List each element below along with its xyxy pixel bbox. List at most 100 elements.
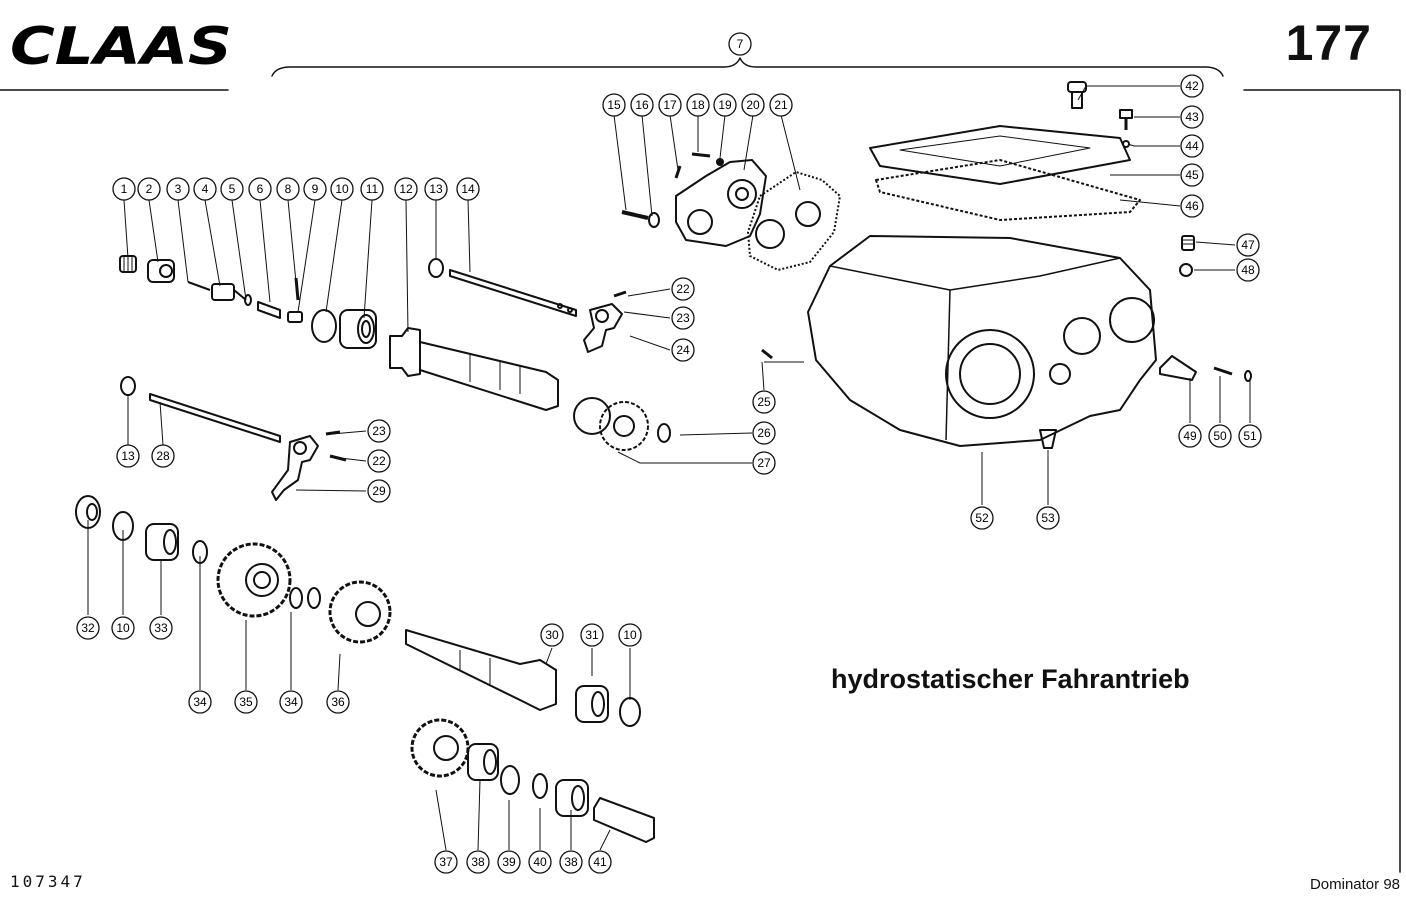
callout-number: 1 bbox=[121, 182, 128, 196]
callout-circle bbox=[618, 623, 642, 647]
callout-circle bbox=[248, 177, 272, 201]
callout-number: 42 bbox=[1185, 79, 1199, 93]
callout-number: 25 bbox=[757, 395, 771, 409]
o-ring bbox=[311, 309, 337, 343]
callout-circle bbox=[424, 177, 448, 201]
callout-circle bbox=[456, 177, 480, 201]
callout-circle bbox=[671, 306, 695, 330]
callout-circle bbox=[330, 177, 354, 201]
callout-number: 44 bbox=[1185, 139, 1199, 153]
gear bbox=[328, 580, 392, 644]
callout-circle bbox=[658, 93, 682, 117]
callout-9: 9 bbox=[303, 177, 327, 201]
callout-15: 15 bbox=[602, 93, 626, 117]
callout-circle bbox=[367, 419, 391, 443]
pin bbox=[257, 301, 281, 319]
callout-12: 12 bbox=[394, 177, 418, 201]
breather-plug bbox=[1067, 81, 1087, 109]
callout-number: 4 bbox=[202, 182, 209, 196]
o-ring bbox=[500, 765, 520, 795]
callout-number: 14 bbox=[461, 182, 475, 196]
callout-10: 10 bbox=[111, 616, 135, 640]
circlip bbox=[657, 423, 671, 443]
callout-number: 2 bbox=[146, 182, 153, 196]
callout-circle bbox=[602, 93, 626, 117]
callout-37: 37 bbox=[434, 850, 458, 874]
callout-43: 43 bbox=[1180, 105, 1204, 129]
callout-1: 1 bbox=[112, 177, 136, 201]
callout-circle bbox=[1180, 105, 1204, 129]
pin bbox=[325, 430, 341, 436]
pinion-shaft bbox=[405, 629, 557, 711]
callout-number: 28 bbox=[156, 449, 170, 463]
callout-circle bbox=[630, 93, 654, 117]
ball bbox=[1179, 263, 1193, 277]
callout-number: 23 bbox=[676, 311, 690, 325]
bolt bbox=[1213, 366, 1233, 376]
callout-number: 38 bbox=[471, 855, 485, 869]
seal bbox=[75, 495, 101, 529]
callout-number: 10 bbox=[116, 621, 130, 635]
callout-circle bbox=[1238, 424, 1262, 448]
callout-41: 41 bbox=[588, 850, 612, 874]
ring bbox=[120, 376, 136, 396]
callout-circle bbox=[466, 850, 490, 874]
callout-19: 19 bbox=[713, 93, 737, 117]
callout-23: 23 bbox=[367, 419, 391, 443]
bearing-cover bbox=[675, 159, 767, 247]
pin bbox=[674, 165, 682, 179]
callout-circle bbox=[149, 616, 173, 640]
callout-circle bbox=[360, 177, 384, 201]
callout-number: 52 bbox=[975, 511, 989, 525]
callout-circle bbox=[528, 850, 552, 874]
callout-10: 10 bbox=[330, 177, 354, 201]
callout-number: 8 bbox=[285, 182, 292, 196]
ring bbox=[428, 258, 444, 278]
washer bbox=[244, 294, 252, 306]
callout-circle bbox=[769, 93, 793, 117]
callout-circle bbox=[728, 32, 752, 56]
callout-28: 28 bbox=[151, 444, 175, 468]
callout-21: 21 bbox=[769, 93, 793, 117]
callout-47: 47 bbox=[1236, 233, 1260, 257]
drain-plug bbox=[1039, 429, 1057, 449]
callout-circle bbox=[1178, 424, 1202, 448]
callout-22: 22 bbox=[671, 277, 695, 301]
callout-circle bbox=[434, 850, 458, 874]
callout-circle bbox=[540, 623, 564, 647]
callout-35: 35 bbox=[234, 690, 258, 714]
callout-circle bbox=[303, 177, 327, 201]
callout-circle bbox=[111, 616, 135, 640]
callout-circle bbox=[752, 390, 776, 414]
callout-number: 10 bbox=[335, 182, 349, 196]
callout-number: 33 bbox=[154, 621, 168, 635]
gear bbox=[410, 718, 470, 778]
pin bbox=[613, 290, 627, 298]
cover-gasket bbox=[875, 159, 1141, 221]
callout-number: 26 bbox=[757, 426, 771, 440]
circlip bbox=[289, 587, 303, 609]
shift-fork bbox=[583, 303, 623, 353]
callout-13: 13 bbox=[424, 177, 448, 201]
claas-logo: CLAAS bbox=[10, 17, 232, 76]
callout-44: 44 bbox=[1180, 134, 1204, 158]
callout-circle bbox=[559, 850, 583, 874]
callout-circle bbox=[1180, 74, 1204, 98]
callout-number: 47 bbox=[1241, 238, 1255, 252]
callout-circle bbox=[713, 93, 737, 117]
callout-circle bbox=[76, 616, 100, 640]
spring bbox=[1181, 235, 1195, 251]
callout-number: 5 bbox=[229, 182, 236, 196]
callout-29: 29 bbox=[367, 479, 391, 503]
callout-number: 12 bbox=[399, 182, 413, 196]
callout-4: 4 bbox=[193, 177, 217, 201]
callout-number: 45 bbox=[1185, 168, 1199, 182]
callout-34: 34 bbox=[279, 690, 303, 714]
callout-number: 41 bbox=[593, 855, 607, 869]
callout-11: 11 bbox=[360, 177, 384, 201]
callout-8: 8 bbox=[276, 177, 300, 201]
callout-number: 34 bbox=[284, 695, 298, 709]
needle-bearing bbox=[555, 779, 589, 817]
